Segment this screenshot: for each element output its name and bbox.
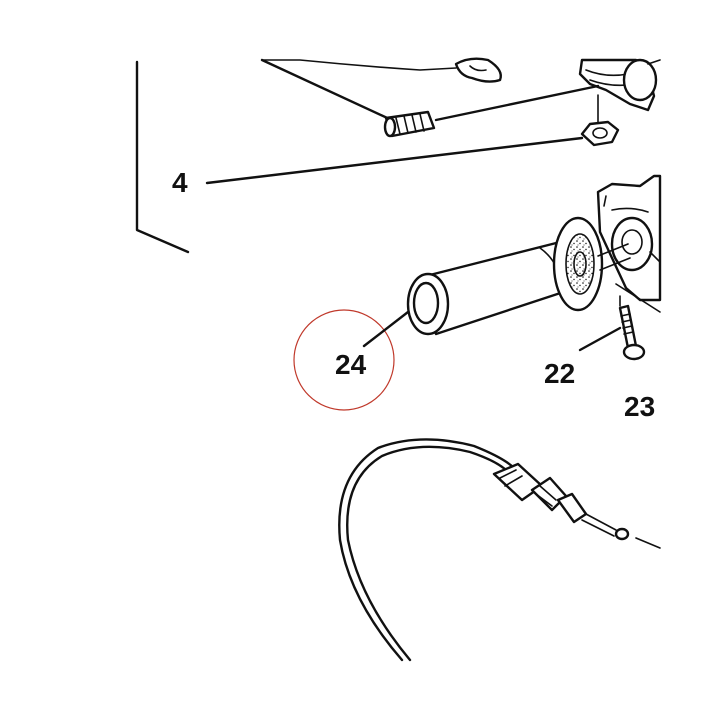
lower-bracket-line [615,283,661,313]
throttle-cable [338,438,661,662]
leader-top-screw [260,58,398,124]
hex-nut [580,94,620,147]
leader-callout-22 [578,326,622,352]
callout-24: 24 [335,349,367,380]
switch-housing-top [261,57,661,112]
highlight-circle [293,309,395,411]
callout-22: 22 [544,358,575,389]
callout-23: 23 [624,391,655,422]
throttle-grip [406,216,604,336]
set-screw [383,110,436,138]
frame-outline [135,60,190,254]
leader-screw-housing [434,84,600,122]
leader-callout-24 [362,310,410,348]
switch-housing-right [596,174,662,302]
callout-4: 4 [172,167,188,198]
small-screw [618,295,646,361]
grip-rod [597,243,631,271]
leader-callout-4 [205,136,584,185]
